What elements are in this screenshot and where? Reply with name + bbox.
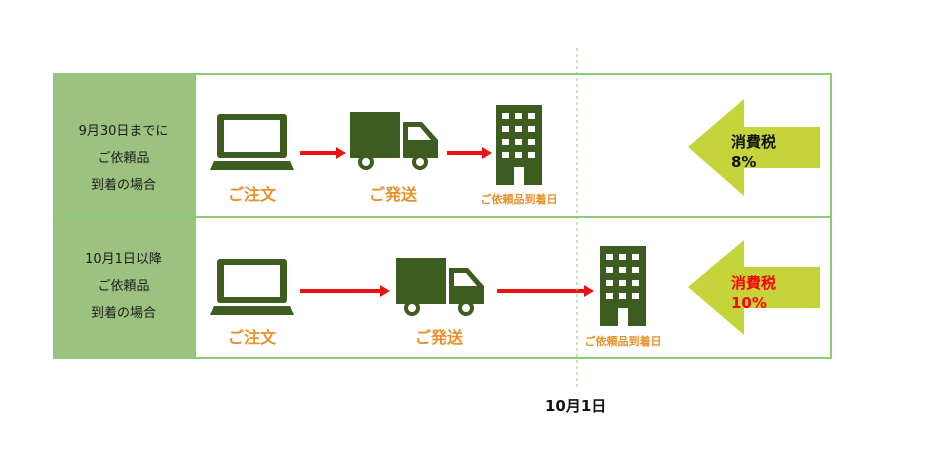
tax-label-1: 消費税 8%: [731, 132, 776, 172]
step-order-label: ご注文: [227, 328, 276, 347]
truck-icon: [396, 258, 484, 316]
row-label-line: 9月30日までに: [78, 124, 169, 139]
divider-date-label: 10月1日: [545, 397, 607, 415]
row-label-line: 到着の場合: [90, 306, 156, 321]
arrow-right-icon: [497, 285, 594, 297]
tax-label-2: 消費税 10%: [731, 273, 776, 313]
step-order-label: ご注文: [227, 185, 276, 204]
arrow-right-icon: [447, 147, 492, 159]
truck-icon: [350, 112, 438, 170]
step-ship-label: ご発送: [414, 328, 463, 347]
row-label-2: 10月1日以降 ご依頼品 到着の場合: [53, 246, 194, 327]
tax-arrow-icon: [688, 240, 820, 335]
tax-rate: 8%: [731, 153, 757, 171]
building-icon: [600, 246, 646, 326]
row-label-line: ご依頼品: [97, 151, 150, 166]
step-arrival-label: ご依頼品到着日: [584, 335, 662, 348]
row-label-line: 10月1日以降: [85, 252, 162, 267]
row-label-line: 到着の場合: [90, 178, 156, 193]
tax-arrow-icon: [688, 99, 820, 196]
tax-title: 消費税: [731, 133, 777, 151]
tax-title: 消費税: [731, 274, 777, 292]
laptop-icon: [210, 114, 294, 170]
step-arrival-label: ご依頼品到着日: [480, 193, 558, 206]
laptop-icon: [210, 259, 294, 315]
row-label-1: 9月30日までに ご依頼品 到着の場合: [53, 118, 194, 199]
arrow-right-icon: [300, 285, 390, 297]
step-ship-label: ご発送: [368, 185, 417, 204]
arrow-right-icon: [300, 147, 346, 159]
tax-rate: 10%: [731, 294, 767, 312]
row-label-line: ご依頼品: [97, 279, 150, 294]
building-icon: [496, 105, 542, 185]
